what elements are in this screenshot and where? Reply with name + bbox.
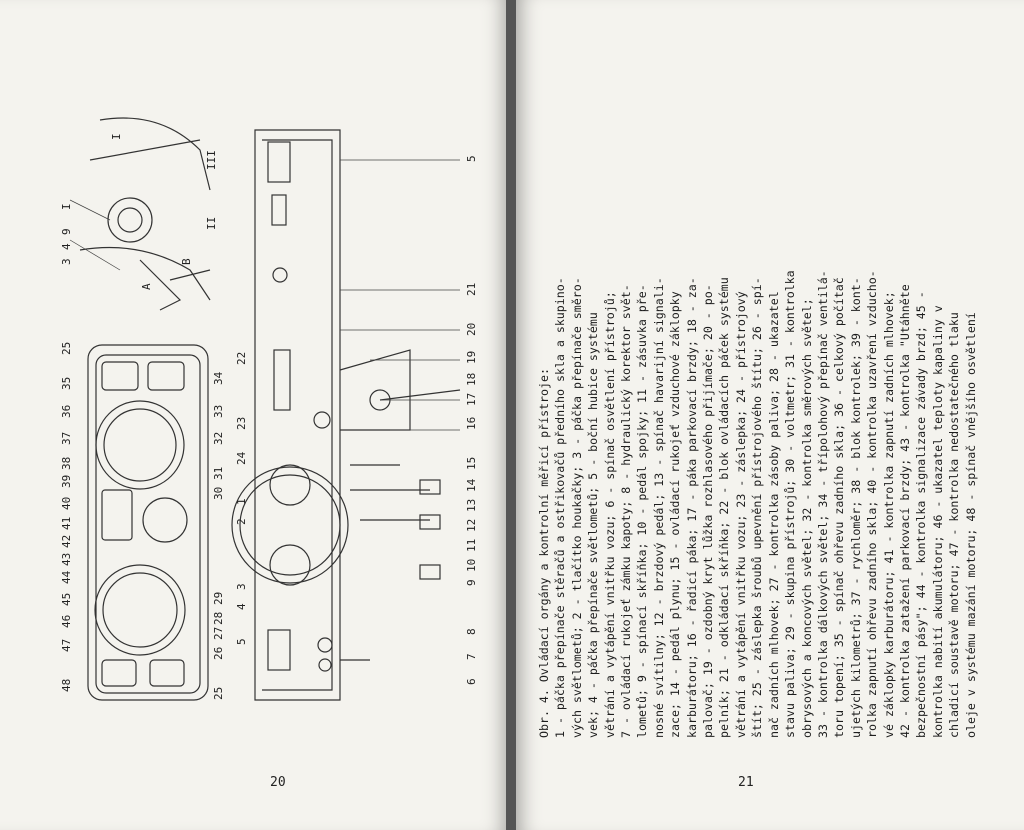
caption-line: palovač; 19 - ozdobný kryt lůžka rozhlas… — [701, 284, 716, 738]
svg-text:4: 4 — [235, 603, 248, 610]
caption-line: oleje v systému mazání motoru; 48 - spín… — [963, 312, 978, 738]
cluster-labels: 25 35 36 37 38 39 40 41 42 43 44 45 46 4… — [60, 342, 225, 700]
svg-text:48: 48 — [60, 679, 73, 692]
svg-text:5: 5 — [465, 155, 478, 162]
figure-caption: Obr. 4. Ovládací orgány a kontrolní měři… — [528, 40, 998, 760]
svg-text:40: 40 — [60, 497, 73, 510]
caption-line: Obr. 4. Ovládací orgány a kontrolní měři… — [537, 368, 551, 738]
caption-line: toru topení; 35 - spínač ohřevu zadního … — [832, 277, 847, 738]
svg-text:4: 4 — [60, 243, 73, 250]
caption-line: větrání a vytápění vnitřku vozu; 6 - spí… — [602, 291, 617, 738]
dashboard-figure: 25 35 36 37 38 39 40 41 42 43 44 45 46 4… — [60, 117, 478, 701]
svg-text:45: 45 — [60, 593, 73, 606]
caption-line: rolka zapnutí ohřevu zadního skla; 40 - … — [865, 270, 880, 738]
svg-text:37: 37 — [60, 432, 73, 445]
caption-line: vé záklopky karburátoru; 41 - kontrolka … — [881, 291, 896, 738]
left-page: 25 35 36 37 38 39 40 41 42 43 44 45 46 4… — [0, 0, 508, 830]
caption-line: pelník; 21 - odkládací skříňka; 22 - blo… — [717, 277, 732, 738]
svg-text:17: 17 — [465, 393, 478, 406]
svg-text:31: 31 — [212, 467, 225, 480]
caption-line: obrysových a koncových světel; 32 - kont… — [799, 298, 814, 738]
svg-text:34: 34 — [212, 371, 225, 385]
svg-text:10: 10 — [465, 559, 478, 572]
svg-text:15: 15 — [465, 457, 478, 470]
svg-text:39: 39 — [60, 475, 73, 488]
svg-text:18: 18 — [465, 373, 478, 386]
svg-text:41: 41 — [60, 517, 73, 530]
caption-line: zace; 14 - pedál plynu; 15 - ovládací ru… — [668, 291, 683, 738]
svg-text:16: 16 — [465, 417, 478, 430]
caption-line: větrání a vytápění vnitřku vozu; 23 - zá… — [733, 291, 748, 738]
svg-text:21: 21 — [465, 283, 478, 296]
svg-text:47: 47 — [60, 639, 73, 652]
caption-line: bezpečnostní pásy"; 44 - kontrolka signa… — [914, 291, 929, 738]
svg-text:5: 5 — [235, 638, 248, 645]
svg-text:6: 6 — [465, 678, 478, 685]
caption-line: karburátoru; 16 - řadicí páka; 17 - páka… — [684, 277, 699, 738]
book-gutter — [506, 0, 518, 830]
svg-text:II: II — [205, 217, 218, 230]
svg-text:A: A — [140, 283, 153, 290]
page-number-right: 21 — [738, 775, 754, 790]
svg-text:13: 13 — [465, 499, 478, 512]
svg-text:46: 46 — [60, 615, 73, 628]
svg-text:9: 9 — [60, 228, 73, 235]
caption-line: 1 - páčka přepínače stěračů a ostřikovač… — [553, 277, 568, 738]
caption-line: lometů; 9 - spínací skříňka; 10 - pedál … — [635, 284, 650, 738]
svg-text:9: 9 — [465, 579, 478, 586]
caption-line: nač zadních mlhovek; 27 - kontrolka záso… — [766, 291, 781, 738]
svg-text:28: 28 — [212, 612, 225, 625]
svg-text:3: 3 — [235, 583, 248, 590]
svg-text:35: 35 — [60, 377, 73, 390]
svg-text:20: 20 — [465, 323, 478, 336]
caption-line: vek; 4 - páčka přepínače světlometů; 5 -… — [586, 312, 601, 738]
svg-text:24: 24 — [235, 451, 248, 465]
svg-text:8: 8 — [465, 628, 478, 635]
svg-text:I: I — [60, 203, 73, 210]
svg-text:25: 25 — [212, 687, 225, 700]
svg-text:42: 42 — [60, 535, 73, 548]
caption-line: kontrolka nabití akumulátoru; 46 - ukaza… — [930, 305, 945, 738]
svg-text:14: 14 — [465, 478, 478, 492]
svg-text:7: 7 — [465, 653, 478, 660]
svg-text:23: 23 — [235, 417, 248, 430]
page-number-left: 20 — [270, 775, 286, 790]
svg-text:38: 38 — [60, 457, 73, 470]
svg-text:29: 29 — [212, 592, 225, 605]
svg-text:33: 33 — [212, 405, 225, 418]
svg-text:26: 26 — [212, 647, 225, 660]
svg-text:44: 44 — [60, 570, 73, 584]
svg-text:III: III — [205, 150, 218, 170]
caption-line: vých světlometů; 2 - tlačítko houkačky; … — [569, 277, 584, 738]
svg-text:3: 3 — [60, 258, 73, 265]
svg-text:B: B — [180, 258, 193, 265]
svg-text:22: 22 — [235, 352, 248, 365]
svg-text:27: 27 — [212, 627, 225, 640]
caption-line: ujetých kilometrů; 37 - rychloměr; 38 - … — [848, 277, 863, 738]
caption-line: 7 - ovládací rukojeť zámku kapoty; 8 - h… — [619, 284, 634, 738]
right-page: 21 — [516, 0, 1024, 830]
svg-text:19: 19 — [465, 351, 478, 364]
svg-text:I: I — [110, 133, 123, 140]
figure-caption-wrap: Obr. 4. Ovládací orgány a kontrolní měři… — [528, 40, 998, 760]
dash-labels: 5 21 20 19 18 17 16 15 14 13 12 11 10 9 … — [235, 155, 478, 685]
svg-text:11: 11 — [465, 539, 478, 552]
caption-line: 42 - kontrolka zatažení parkovací brzdy;… — [897, 284, 912, 738]
caption-line: štít; 25 - záslepka šroubů upevnění přís… — [750, 277, 765, 738]
svg-text:25: 25 — [60, 342, 73, 355]
inset-labels: I II III I 3 4 9 B A — [60, 133, 218, 290]
caption-line: chladicí soustavě motoru; 47 - kontrolka… — [947, 312, 962, 738]
caption-line: stavu paliva; 29 - skupina přístrojů; 30… — [783, 270, 798, 738]
svg-text:2: 2 — [235, 518, 248, 525]
svg-text:30: 30 — [212, 487, 225, 500]
svg-text:43: 43 — [60, 553, 73, 566]
svg-text:1: 1 — [235, 498, 248, 505]
svg-text:36: 36 — [60, 405, 73, 418]
svg-text:32: 32 — [212, 432, 225, 445]
svg-text:12: 12 — [465, 519, 478, 532]
caption-line: 33 - kontrolka dálkových světel; 34 - tř… — [815, 270, 830, 738]
caption-line: nosné svítilny; 12 - brzdový pedál; 13 -… — [651, 277, 666, 738]
